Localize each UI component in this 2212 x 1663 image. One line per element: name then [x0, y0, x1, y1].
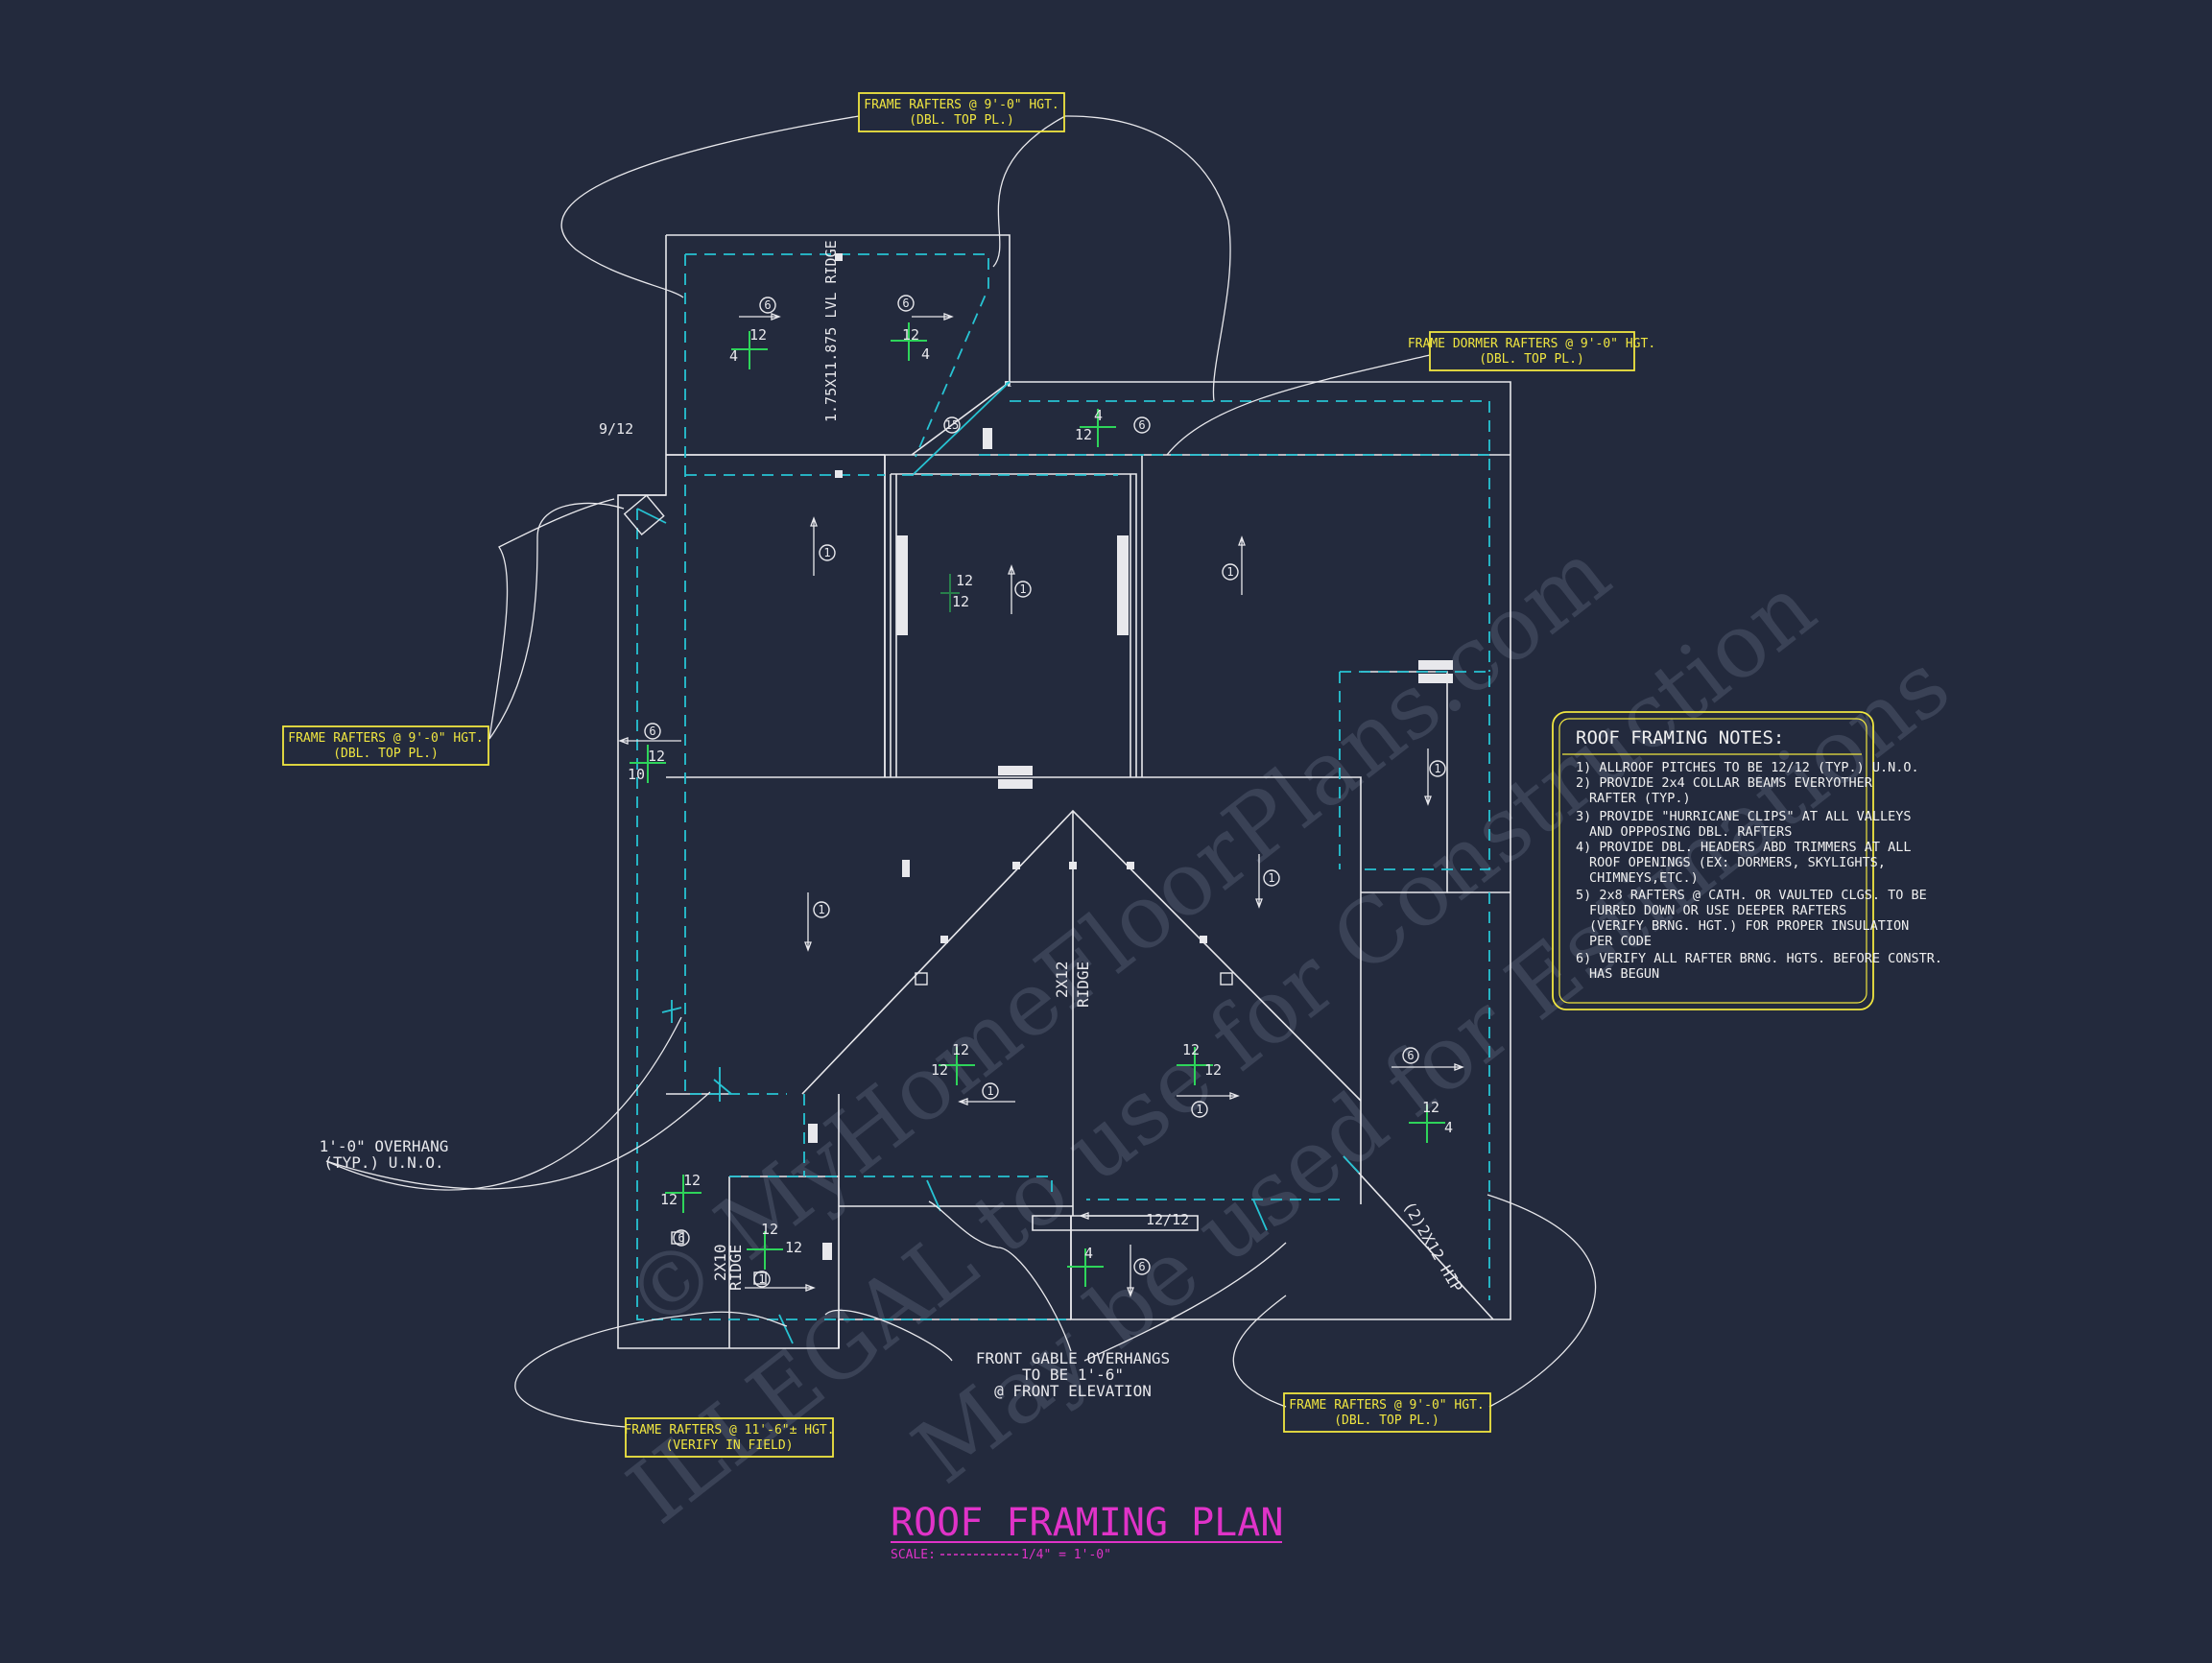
callout-bottom-right: FRAME RAFTERS @ 9'-0" HGT. (DBL. TOP PL.… [1283, 1392, 1491, 1433]
svg-text:12: 12 [902, 326, 919, 344]
watermark-line-1: © MyHomeFloorPlans.com [606, 521, 1629, 1351]
svg-text:12: 12 [749, 326, 767, 344]
svg-text:6: 6 [649, 725, 655, 738]
svg-text:(DBL. TOP PL.): (DBL. TOP PL.) [909, 113, 1014, 128]
svg-text:4: 4 [729, 347, 738, 365]
ridge-2x10-word: RIDGE [726, 1245, 745, 1291]
ridge-2x10-label: 2X10 [711, 1244, 729, 1281]
svg-text:1: 1 [823, 546, 830, 559]
svg-text:1: 1 [1268, 871, 1274, 885]
svg-text:6: 6 [764, 298, 771, 312]
overhang-label-2: (TYP.) U.N.O. [323, 1153, 443, 1172]
svg-text:1: 1 [1226, 565, 1233, 579]
scale-value: 1/4" = 1'-0" [1021, 1548, 1111, 1562]
svg-text:12: 12 [761, 1221, 778, 1238]
note-line: 1) ALLROOF PITCHES TO BE 12/12 (TYP.) U.… [1576, 760, 1919, 775]
svg-text:6: 6 [902, 297, 909, 310]
note-line: 3) PROVIDE "HURRICANE CLIPS" AT ALL VALL… [1576, 809, 1912, 824]
note-line: 2) PROVIDE 2x4 COLLAR BEAMS EVERYOTHER [1576, 775, 1873, 791]
annotation-labels: 1'-0" OVERHANG (TYP.) U.N.O. FRONT GABLE… [320, 1137, 1171, 1400]
roof-framing-notes: ROOF FRAMING NOTES: 1) ALLROOF PITCHES T… [1552, 711, 1942, 1010]
note-line: AND OPPPOSING DBL. RAFTERS [1589, 824, 1792, 840]
svg-text:FRAME RAFTERS @ 9'-0" HGT.: FRAME RAFTERS @ 9'-0" HGT. [288, 731, 484, 746]
svg-text:12: 12 [1422, 1099, 1439, 1116]
svg-text:1: 1 [987, 1084, 993, 1098]
svg-text:12: 12 [956, 572, 973, 589]
svg-text:1: 1 [1019, 582, 1026, 596]
overhang-ticks [661, 1000, 1268, 1344]
svg-text:FRAME RAFTERS @ 9'-0" HGT.: FRAME RAFTERS @ 9'-0" HGT. [864, 98, 1059, 112]
note-line: RAFTER (TYP.) [1589, 791, 1691, 806]
svg-text:6: 6 [1407, 1049, 1414, 1062]
drawing-title-block: ROOF FRAMING PLAN SCALE: 1/4" = 1'-0" [891, 1501, 1283, 1562]
svg-text:15: 15 [945, 418, 959, 432]
pitch-9-12-label: 9/12 [599, 420, 633, 438]
svg-text:12: 12 [931, 1061, 948, 1079]
svg-text:12: 12 [1204, 1061, 1222, 1079]
svg-text:4: 4 [1084, 1245, 1093, 1262]
svg-text:1: 1 [1434, 762, 1440, 775]
ridge-2x12-label: 2X12 [1053, 961, 1071, 998]
note-line: 5) 2x8 RAFTERS @ CATH. OR VAULTED CLGS. … [1576, 888, 1927, 903]
svg-text:(DBL. TOP PL.): (DBL. TOP PL.) [1479, 352, 1584, 367]
ridge-2x12-word: RIDGE [1074, 962, 1092, 1008]
overhang-label-1: 1'-0" OVERHANG [320, 1137, 449, 1155]
svg-text:(DBL. TOP PL.): (DBL. TOP PL.) [1334, 1414, 1439, 1428]
svg-text:6: 6 [1138, 418, 1145, 432]
hip-label: (2)2X12 HIP [1400, 1199, 1466, 1295]
svg-text:4: 4 [1444, 1119, 1453, 1136]
svg-text:12: 12 [1182, 1041, 1200, 1058]
gable-label-3: @ FRONT ELEVATION [994, 1382, 1152, 1400]
pitch-12-12-label: 12/12 [1146, 1211, 1189, 1228]
svg-text:1: 1 [758, 1272, 765, 1286]
note-line: CHIMNEYS,ETC.) [1589, 870, 1699, 886]
lvl-ridge-label: 1.75X11.875 LVL RIDGE [822, 240, 840, 422]
notes-title: ROOF FRAMING NOTES: [1576, 727, 1784, 748]
callout-top: FRAME RAFTERS @ 9'-0" HGT. (DBL. TOP PL.… [858, 92, 1065, 132]
svg-text:12: 12 [683, 1172, 701, 1189]
note-line: 6) VERIFY ALL RAFTER BRNG. HGTS. BEFORE … [1576, 951, 1942, 966]
drawing-title: ROOF FRAMING PLAN [891, 1501, 1283, 1545]
callout-bottom-left: FRAME RAFTERS @ 11'-6"± HGT. (VERIFY IN … [624, 1417, 835, 1458]
svg-text:1: 1 [818, 903, 824, 916]
callout-dormer: FRAME DORMER RAFTERS @ 9'-0" HGT. (DBL. … [1408, 331, 1655, 371]
svg-text:FRAME RAFTERS @ 11'-6"± HGT.: FRAME RAFTERS @ 11'-6"± HGT. [624, 1423, 834, 1437]
gable-label-1: FRONT GABLE OVERHANGS [976, 1349, 1170, 1367]
svg-text:FRAME DORMER RAFTERS @ 9'-0" H: FRAME DORMER RAFTERS @ 9'-0" HGT. [1408, 337, 1655, 351]
note-line: ROOF OPENINGS (EX: DORMERS, SKYLIGHTS, [1589, 855, 1886, 870]
svg-text:12: 12 [952, 1041, 969, 1058]
note-line: (VERIFY BRNG. HGT.) FOR PROPER INSULATIO… [1589, 918, 1909, 934]
note-line: FURRED DOWN OR USE DEEPER RAFTERS [1589, 903, 1846, 918]
svg-text:10: 10 [628, 766, 645, 783]
post-marks [623, 253, 1453, 1285]
svg-text:6: 6 [1138, 1260, 1145, 1273]
svg-text:4: 4 [921, 345, 930, 363]
pitch-markers [630, 322, 1445, 1287]
note-line: 4) PROVIDE DBL. HEADERS ABD TRIMMERS AT … [1576, 840, 1912, 855]
svg-text:6: 6 [678, 1231, 684, 1245]
svg-text:12: 12 [660, 1191, 678, 1208]
svg-text:1: 1 [1196, 1103, 1202, 1116]
svg-text:12: 12 [648, 748, 665, 765]
watermark-line-2: ILLEGAL to use for Construction [609, 556, 1834, 1544]
callout-left: FRAME RAFTERS @ 9'-0" HGT. (DBL. TOP PL.… [282, 725, 489, 766]
gable-label-2: TO BE 1'-6" [1022, 1366, 1124, 1384]
rafter-tags: 6 6 15 6 1 1 1 1 6 1 1 1 1 6 6 6 1 [618, 295, 1464, 1297]
svg-text:12: 12 [785, 1239, 802, 1256]
overhang-lines [636, 253, 1490, 1320]
svg-text:4: 4 [1094, 407, 1103, 424]
leader-lines [325, 115, 1597, 1428]
svg-text:FRAME RAFTERS @ 9'-0" HGT.: FRAME RAFTERS @ 9'-0" HGT. [1289, 1398, 1485, 1413]
note-line: HAS BEGUN [1589, 966, 1659, 982]
svg-text:(VERIFY IN FIELD): (VERIFY IN FIELD) [665, 1438, 793, 1453]
svg-text:(DBL. TOP PL.): (DBL. TOP PL.) [333, 747, 439, 761]
svg-text:12: 12 [1075, 426, 1092, 443]
svg-text:12: 12 [952, 593, 969, 610]
scale-label: SCALE: [891, 1548, 936, 1562]
note-line: PER CODE [1589, 934, 1652, 949]
